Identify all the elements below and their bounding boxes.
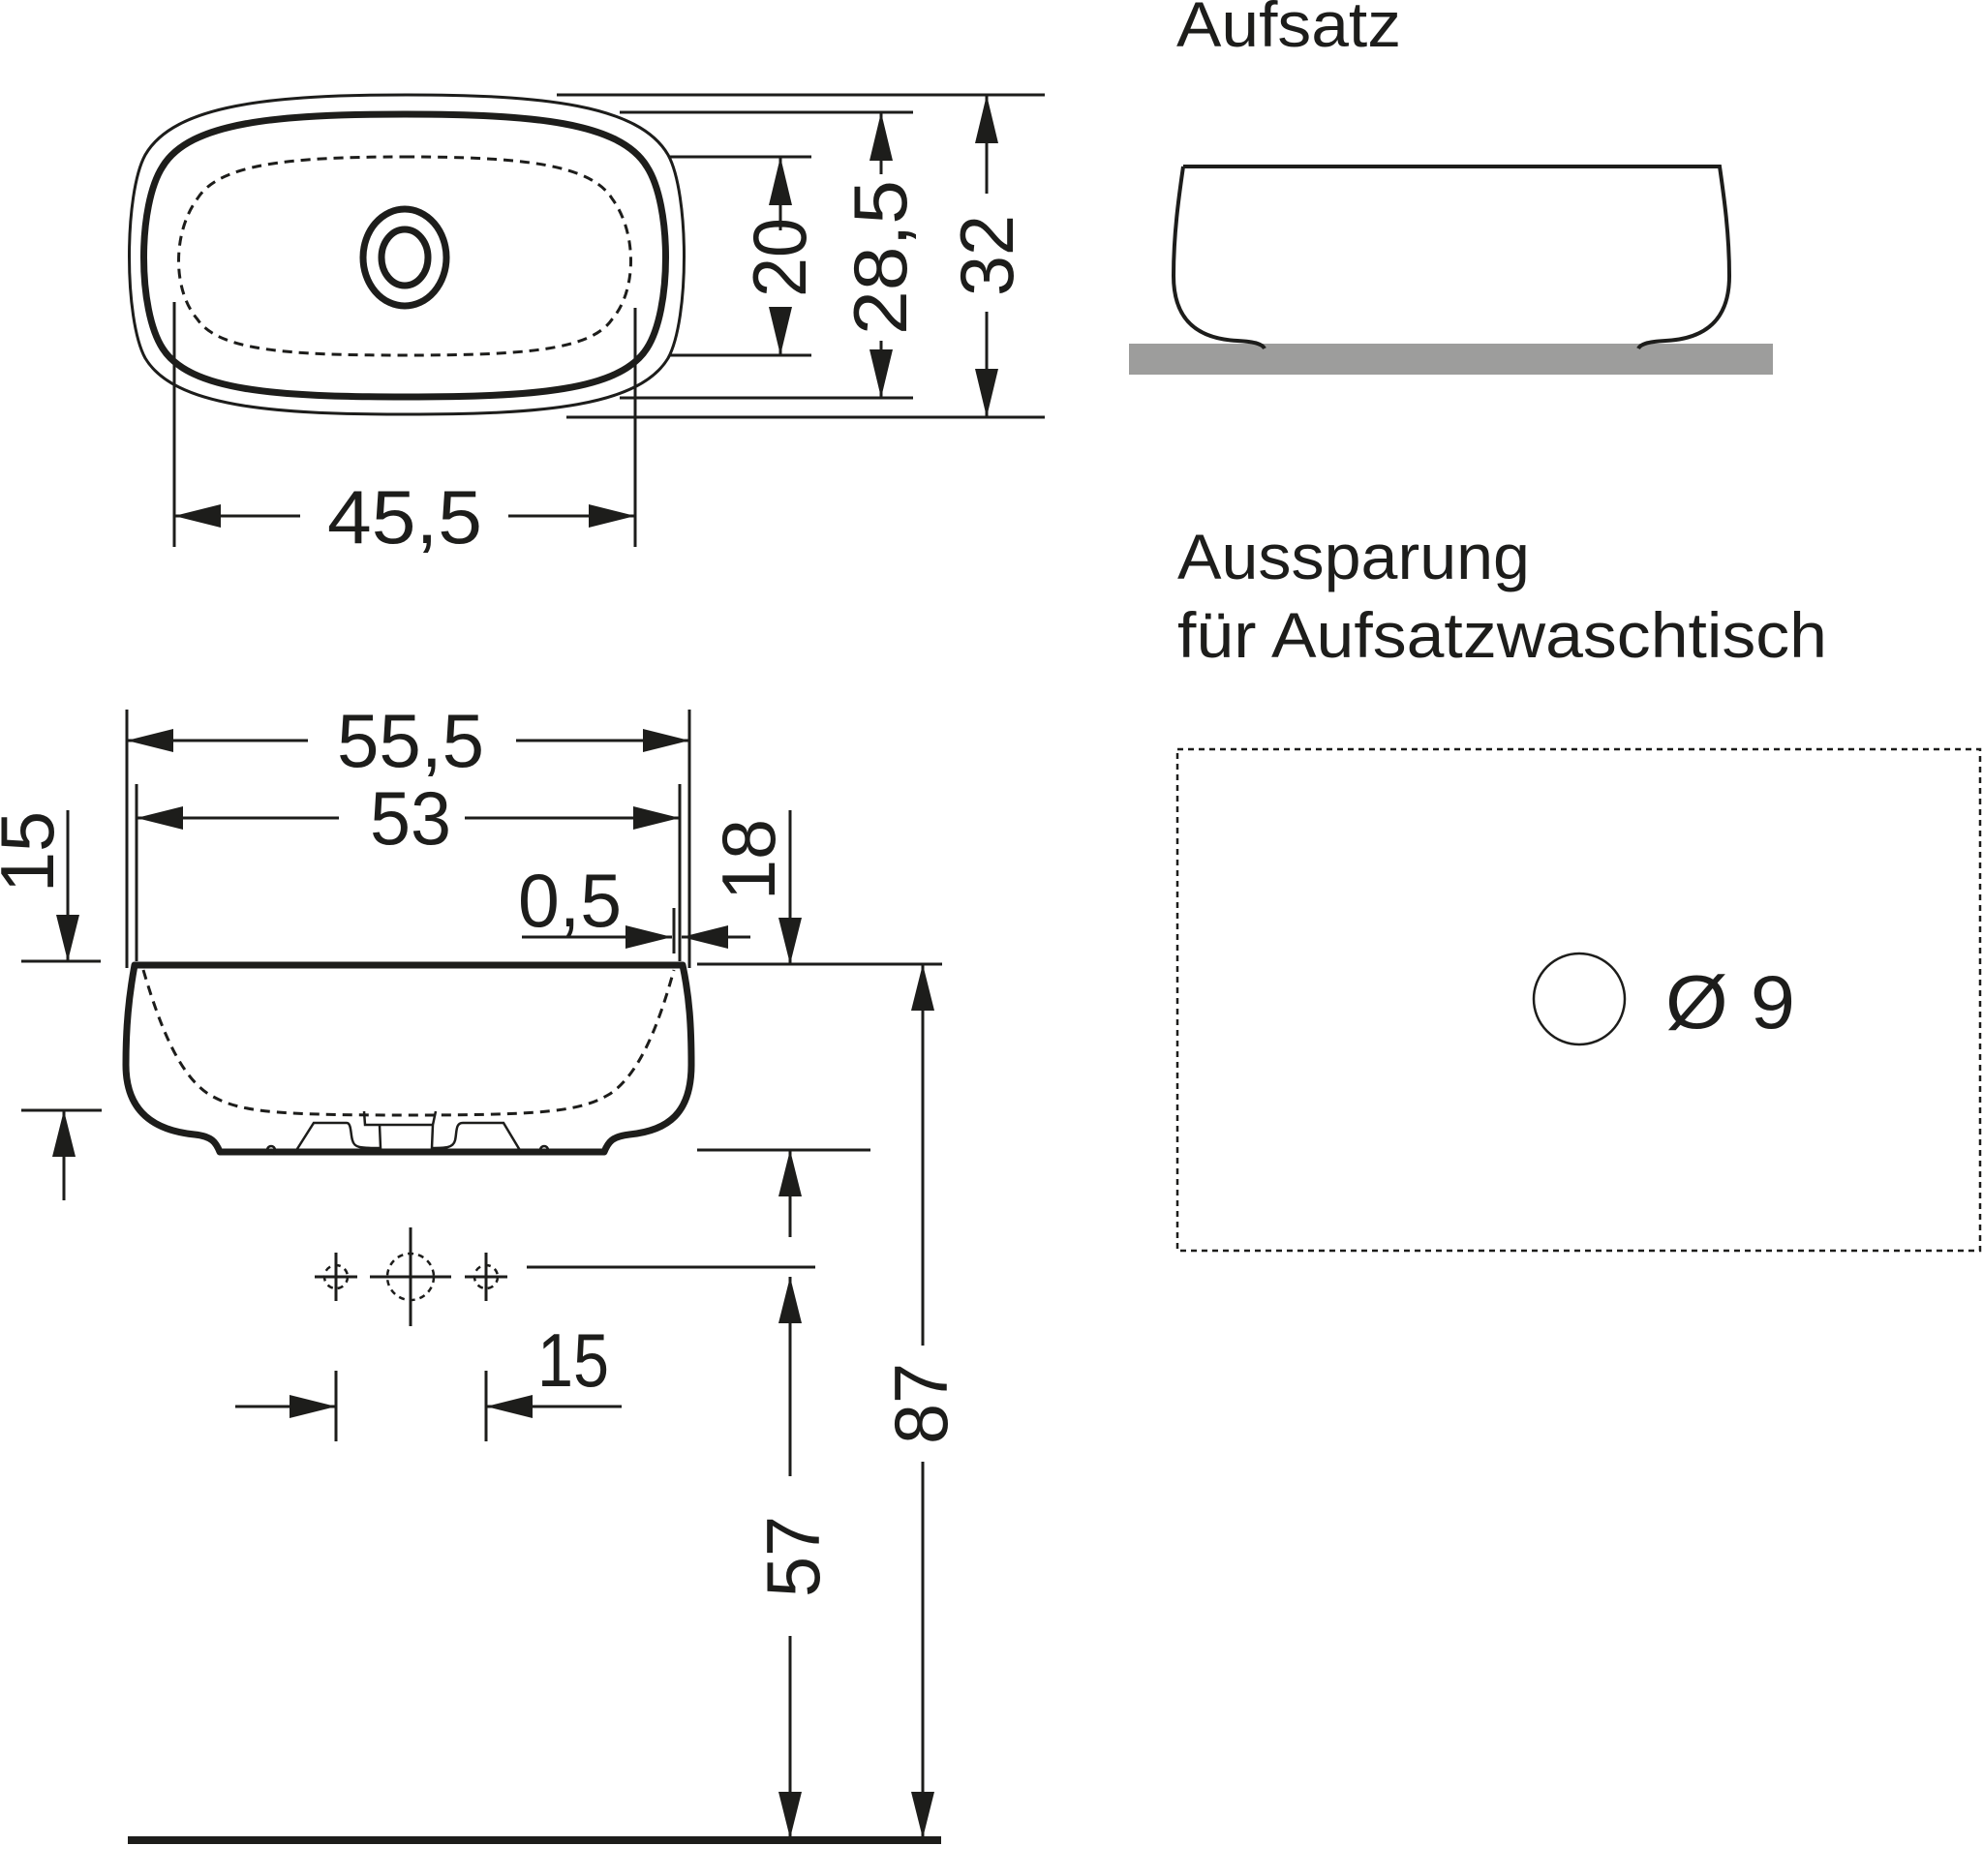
dim-rim-overhang: 0,5: [518, 858, 622, 943]
arrow-down-icon: [778, 918, 802, 964]
dim-bowl-height: 18: [706, 819, 791, 900]
aussparung-title-line2: für Aufsatzwaschtisch: [1177, 599, 1827, 671]
aussparung-view: Aussparung für Aufsatzwaschtisch Ø 9: [1175, 521, 1982, 1253]
arrow-left-icon: [486, 1395, 533, 1418]
arrow-up-icon: [911, 964, 934, 1011]
drain-detail: [293, 1110, 523, 1153]
arrow-down-icon: [56, 915, 79, 961]
arrow-right-icon: [625, 925, 672, 949]
tap-hole-center: [370, 1227, 451, 1326]
dim-depth-rim: 28,5: [838, 180, 923, 335]
aussparung-title-line1: Aussparung: [1177, 521, 1530, 592]
top-view: 45,5 20 28,5 32: [128, 93, 1045, 560]
arrow-right-icon: [643, 729, 689, 752]
arrow-left-icon: [127, 729, 173, 752]
dim-width-total: 55,5: [337, 698, 484, 783]
basin-rim: [140, 110, 669, 401]
front-basin-body: [122, 961, 695, 1156]
fixing-dot: [265, 1144, 277, 1156]
arrow-up-icon: [778, 1150, 802, 1196]
hole-diameter-label: Ø 9: [1665, 959, 1795, 1044]
arrow-right-icon: [589, 504, 635, 528]
front-view: 55,5 53 0,5 15 18: [0, 698, 963, 1844]
arrow-right-icon: [633, 806, 680, 830]
arrow-up-icon: [52, 1110, 76, 1157]
aufsatz-view: Aufsatz: [1129, 0, 1773, 375]
dim-tap-spacing: 15: [537, 1317, 609, 1403]
tap-hole-circle: [1532, 952, 1627, 1046]
countertop: [1129, 344, 1773, 375]
aufsatz-basin-profile: [1171, 165, 1732, 350]
arrow-down-icon: [869, 349, 893, 398]
dim-depth-basin: 20: [737, 218, 822, 297]
dim-depth-total: 32: [944, 215, 1029, 296]
dim-tap-height: 57: [750, 1516, 836, 1597]
arrow-up-icon: [869, 112, 893, 161]
cutout-outline-dashed: [1175, 747, 1982, 1253]
arrow-down-icon: [911, 1792, 934, 1838]
arrow-left-icon: [174, 504, 221, 528]
fixing-dot: [538, 1144, 550, 1156]
aufsatz-title: Aufsatz: [1176, 0, 1401, 60]
tap-hole-left: [315, 1253, 357, 1301]
arrow-up-icon: [778, 1277, 802, 1323]
arrow-left-icon: [682, 925, 728, 949]
basin-outer-outline: [128, 93, 686, 416]
dim-width-rim: 53: [370, 775, 451, 861]
arrow-left-icon: [137, 806, 183, 830]
arrow-right-icon: [290, 1395, 336, 1418]
dim-overflow-height: 15: [0, 811, 70, 893]
arrow-down-icon: [778, 1792, 802, 1838]
arrow-down-icon: [975, 369, 998, 417]
dim-rim-height: 87: [878, 1363, 963, 1444]
arrow-up-icon: [975, 95, 998, 143]
drain-outer: [359, 205, 450, 310]
tap-hole-right: [465, 1253, 507, 1301]
drain-inner: [378, 226, 432, 289]
front-basin-interior-dashed: [141, 969, 676, 1117]
arrow-up-icon: [769, 157, 792, 205]
basin-interior-dashed: [177, 155, 632, 357]
arrow-down-icon: [769, 307, 792, 355]
dim-width-inner: 45,5: [327, 474, 482, 560]
